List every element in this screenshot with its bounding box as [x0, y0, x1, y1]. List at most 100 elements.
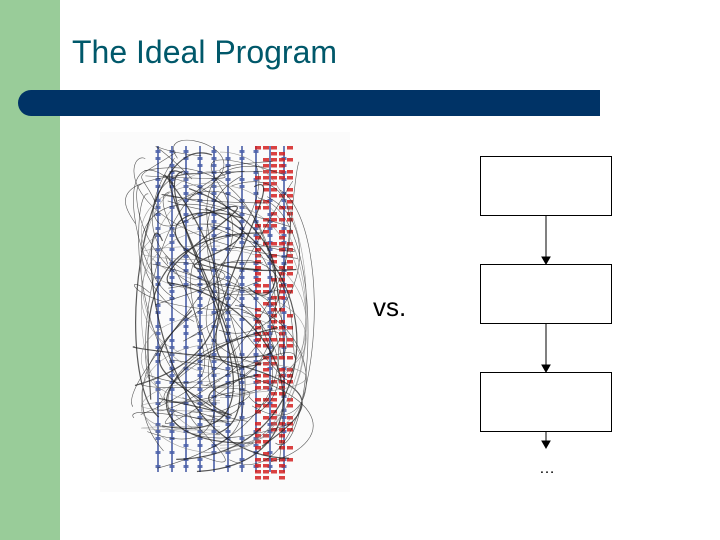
graph-edge	[267, 161, 300, 324]
graph-node	[169, 241, 175, 244]
graph-node	[225, 297, 231, 300]
graph-node	[169, 381, 175, 384]
graph-node-red	[279, 464, 285, 468]
graph-node-red	[279, 242, 285, 246]
graph-node	[183, 402, 189, 405]
graph-edge	[145, 161, 273, 179]
graph-node	[155, 465, 161, 468]
graph-node	[267, 262, 273, 265]
graph-node	[155, 381, 161, 384]
graph-node-red	[271, 242, 277, 246]
graph-node-red	[255, 410, 261, 414]
graph-node	[169, 248, 175, 251]
graph-node-red	[287, 188, 293, 192]
graph-node-red	[255, 434, 261, 438]
graph-edge	[173, 261, 240, 342]
graph-node	[225, 283, 231, 286]
graph-node-red	[271, 470, 277, 474]
graph-node	[267, 451, 273, 454]
graph-node-red	[255, 176, 261, 180]
graph-node-red	[255, 428, 261, 432]
graph-node	[197, 199, 203, 202]
graph-node-red	[279, 470, 285, 474]
graph-node-red	[279, 290, 285, 294]
graph-node-red	[271, 362, 277, 366]
graph-node	[225, 416, 231, 419]
graph-node-red	[271, 314, 277, 318]
graph-node-red	[287, 356, 293, 360]
graph-node	[225, 178, 231, 181]
graph-node	[239, 178, 245, 181]
graph-node	[155, 185, 161, 188]
graph-node-red	[287, 242, 293, 246]
graph-node	[155, 360, 161, 363]
graph-node	[183, 199, 189, 202]
graph-node-red	[255, 290, 261, 294]
graph-node	[197, 465, 203, 468]
graph-node	[169, 269, 175, 272]
graph-node	[211, 269, 217, 272]
graph-node-red	[255, 278, 261, 282]
graph-edge	[153, 173, 201, 227]
graph-node	[197, 402, 203, 405]
graph-node-red	[287, 194, 293, 198]
graph-node-red	[263, 434, 269, 438]
graph-node	[267, 465, 273, 468]
graph-node-red	[271, 338, 277, 342]
graph-node-red	[287, 290, 293, 294]
graph-node-red	[287, 158, 293, 162]
graph-node	[267, 220, 273, 223]
graph-node	[169, 374, 175, 377]
spaghetti-code-graph	[100, 132, 350, 492]
graph-node-red	[287, 326, 293, 330]
graph-node-red	[279, 422, 285, 426]
graph-node-red	[287, 272, 293, 276]
graph-node	[267, 304, 273, 307]
graph-node-red	[263, 344, 269, 348]
graph-node-red	[263, 338, 269, 342]
graph-node	[281, 199, 287, 202]
graph-node	[197, 171, 203, 174]
graph-node-red	[271, 410, 277, 414]
graph-node-red	[255, 236, 261, 240]
graph-edge	[167, 159, 285, 212]
graph-node	[225, 325, 231, 328]
graph-node-red	[255, 284, 261, 288]
graph-node	[155, 157, 161, 160]
graph-node	[211, 164, 217, 167]
graph-node	[211, 192, 217, 195]
graph-node	[169, 423, 175, 426]
graph-node	[211, 213, 217, 216]
graph-node	[267, 311, 273, 314]
graph-node-red	[287, 428, 293, 432]
graph-node	[239, 297, 245, 300]
graph-edge	[215, 184, 265, 368]
graph-node	[169, 206, 175, 209]
graph-node-red	[279, 368, 285, 372]
graph-node	[225, 437, 231, 440]
versus-label: vs.	[373, 292, 407, 322]
graph-node	[225, 430, 231, 433]
graph-node	[211, 402, 217, 405]
graph-node-red	[271, 320, 277, 324]
graph-node-red	[279, 344, 285, 348]
graph-node-red	[287, 458, 293, 462]
graph-node	[253, 192, 259, 195]
graph-node	[169, 430, 175, 433]
graph-node-red	[271, 152, 277, 156]
graph-node	[155, 353, 161, 356]
graph-node	[211, 451, 217, 454]
graph-node	[169, 451, 175, 454]
graph-node-red	[263, 302, 269, 306]
graph-edge	[165, 331, 281, 424]
graph-node-red	[279, 272, 285, 276]
graph-edge	[134, 284, 232, 311]
graph-node	[183, 157, 189, 160]
graph-node	[253, 297, 259, 300]
graph-node-red	[271, 224, 277, 228]
graph-node-red	[287, 254, 293, 258]
graph-node-red	[255, 446, 261, 450]
graph-loop	[140, 314, 221, 404]
graph-edge	[147, 232, 264, 400]
graph-node	[155, 402, 161, 405]
